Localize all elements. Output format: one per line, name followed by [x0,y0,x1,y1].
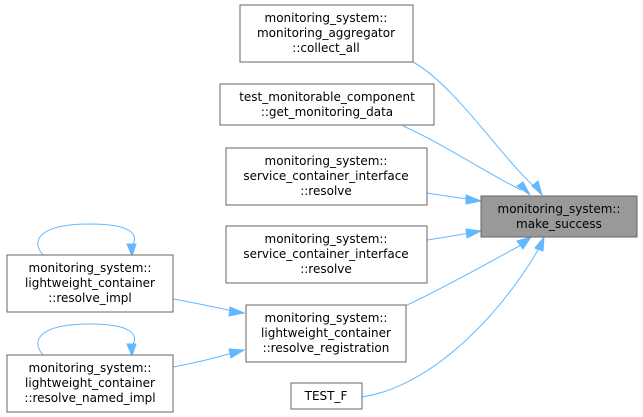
node-test-f[interactable]: TEST_F [290,382,363,410]
node-label-line: service_container_interface [243,247,408,261]
node-label-line: ::resolve_impl [48,291,132,305]
node-label-line: ::get_monitoring_data [261,105,393,119]
edge-get-monitoring-data-to-make-success [402,125,531,196]
node-make-success[interactable]: monitoring_system:: make_success [480,195,638,238]
edge-resolve-named-impl-self-loop [37,323,137,358]
node-label-line: monitoring_aggregator [257,26,395,40]
edge-collect-all-to-make-success [412,61,543,197]
edge-test-f-to-make-success [361,235,545,398]
node-label-line: monitoring_system:: [29,361,152,375]
node-label-line: ::collect_all [292,41,359,55]
node-label-line: monitoring_system:: [265,311,388,325]
node-label-line: ::resolve_named_impl [24,391,155,405]
edge-resolve-named-impl-to-resolve-registration [172,348,246,368]
node-resolve-named-impl[interactable]: monitoring_system:: lightweight_containe… [6,354,174,413]
node-get-monitoring-data[interactable]: test_monitorable_component ::get_monitor… [219,83,435,126]
node-resolve-impl[interactable]: monitoring_system:: lightweight_containe… [6,254,174,313]
node-label-line: monitoring_system:: [29,261,152,275]
node-label-line: TEST_F [304,389,348,403]
node-label-line: test_monitorable_component [239,90,415,104]
node-label-line: lightweight_container [25,276,155,290]
edge-resolve-impl-to-resolve-registration [172,298,246,317]
node-resolve-2[interactable]: monitoring_system:: service_container_in… [225,225,428,284]
node-resolve-1[interactable]: monitoring_system:: service_container_in… [225,147,428,206]
node-label-line: lightweight_container [25,376,155,390]
edge-resolve-1-to-make-success [426,192,483,205]
node-label-line: monitoring_system:: [265,154,388,168]
edge-resolve-registration-to-make-success [404,236,533,307]
node-label-line: lightweight_container [261,326,391,340]
node-label-line: monitoring_system:: [498,202,621,216]
node-label-line: ::resolve [300,262,352,276]
node-label-line: service_container_interface [243,169,408,183]
node-label-line: ::resolve_registration [263,341,390,355]
node-label-line: monitoring_system:: [265,11,388,25]
node-label-line: monitoring_system:: [265,232,388,246]
node-label-line: make_success [516,217,602,231]
edge-resolve-impl-self-loop [37,223,137,258]
edge-resolve-2-to-make-success [426,228,483,241]
node-resolve-registration[interactable]: monitoring_system:: lightweight_containe… [245,304,407,363]
node-label-line: ::resolve [300,184,352,198]
node-collect-all[interactable]: monitoring_system:: monitoring_aggregato… [239,4,414,63]
